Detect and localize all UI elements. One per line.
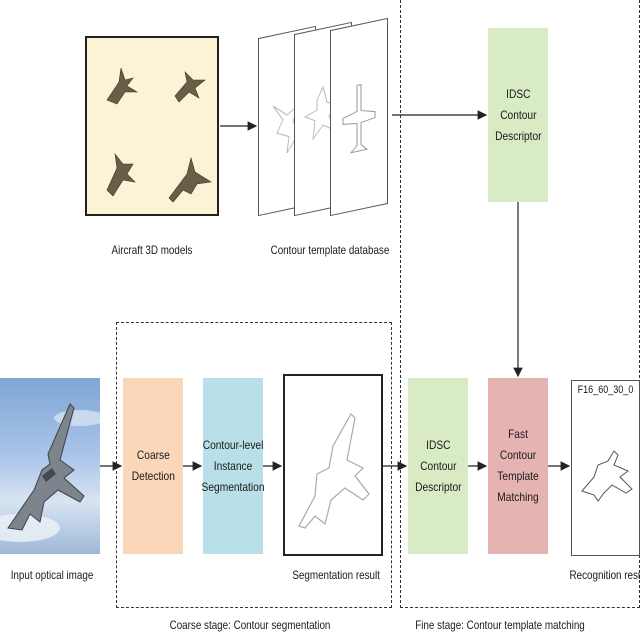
aircraft-model-3 <box>106 152 136 197</box>
coarse-stage-caption: Coarse stage: Contour segmentation <box>169 618 331 632</box>
aircraft-models-panel <box>85 36 219 216</box>
aircraft-models-label: Aircraft 3D models <box>111 243 193 257</box>
aircraft-model-1 <box>106 67 139 105</box>
idsc-descriptor-bottom: IDSC Contour Descriptor <box>408 378 468 554</box>
segmentation-result-label: Segmentation result <box>292 568 380 582</box>
aircraft-model-4 <box>168 156 212 203</box>
coarse-detection-box: Coarse Detection <box>123 378 183 554</box>
idsc-descriptor-top: IDSC Contour Descriptor <box>488 28 548 202</box>
fast-matching-box: Fast Contour Template Matching <box>488 378 548 554</box>
instance-segmentation-box: Contour-level Instance Segmentation <box>202 378 264 554</box>
recognition-result-panel <box>571 380 640 556</box>
segmentation-result-panel <box>283 374 383 556</box>
recognized-aircraft-contour <box>581 450 633 502</box>
input-optical-image <box>0 378 100 554</box>
fighter-jet-photo <box>7 403 85 531</box>
aircraft-model-2 <box>174 71 206 103</box>
template-db-label: Contour template database <box>270 243 390 257</box>
input-image-label: Input optical image <box>10 568 94 582</box>
fine-stage-caption: Fine stage: Contour template matching <box>415 618 585 632</box>
template-card-2 <box>294 21 352 217</box>
result-id-label: F16_60_30_0 <box>577 384 634 396</box>
segmentation-contour <box>298 413 370 529</box>
template-card-3 <box>330 17 388 217</box>
recognition-result-label: Recognition result <box>569 568 640 582</box>
